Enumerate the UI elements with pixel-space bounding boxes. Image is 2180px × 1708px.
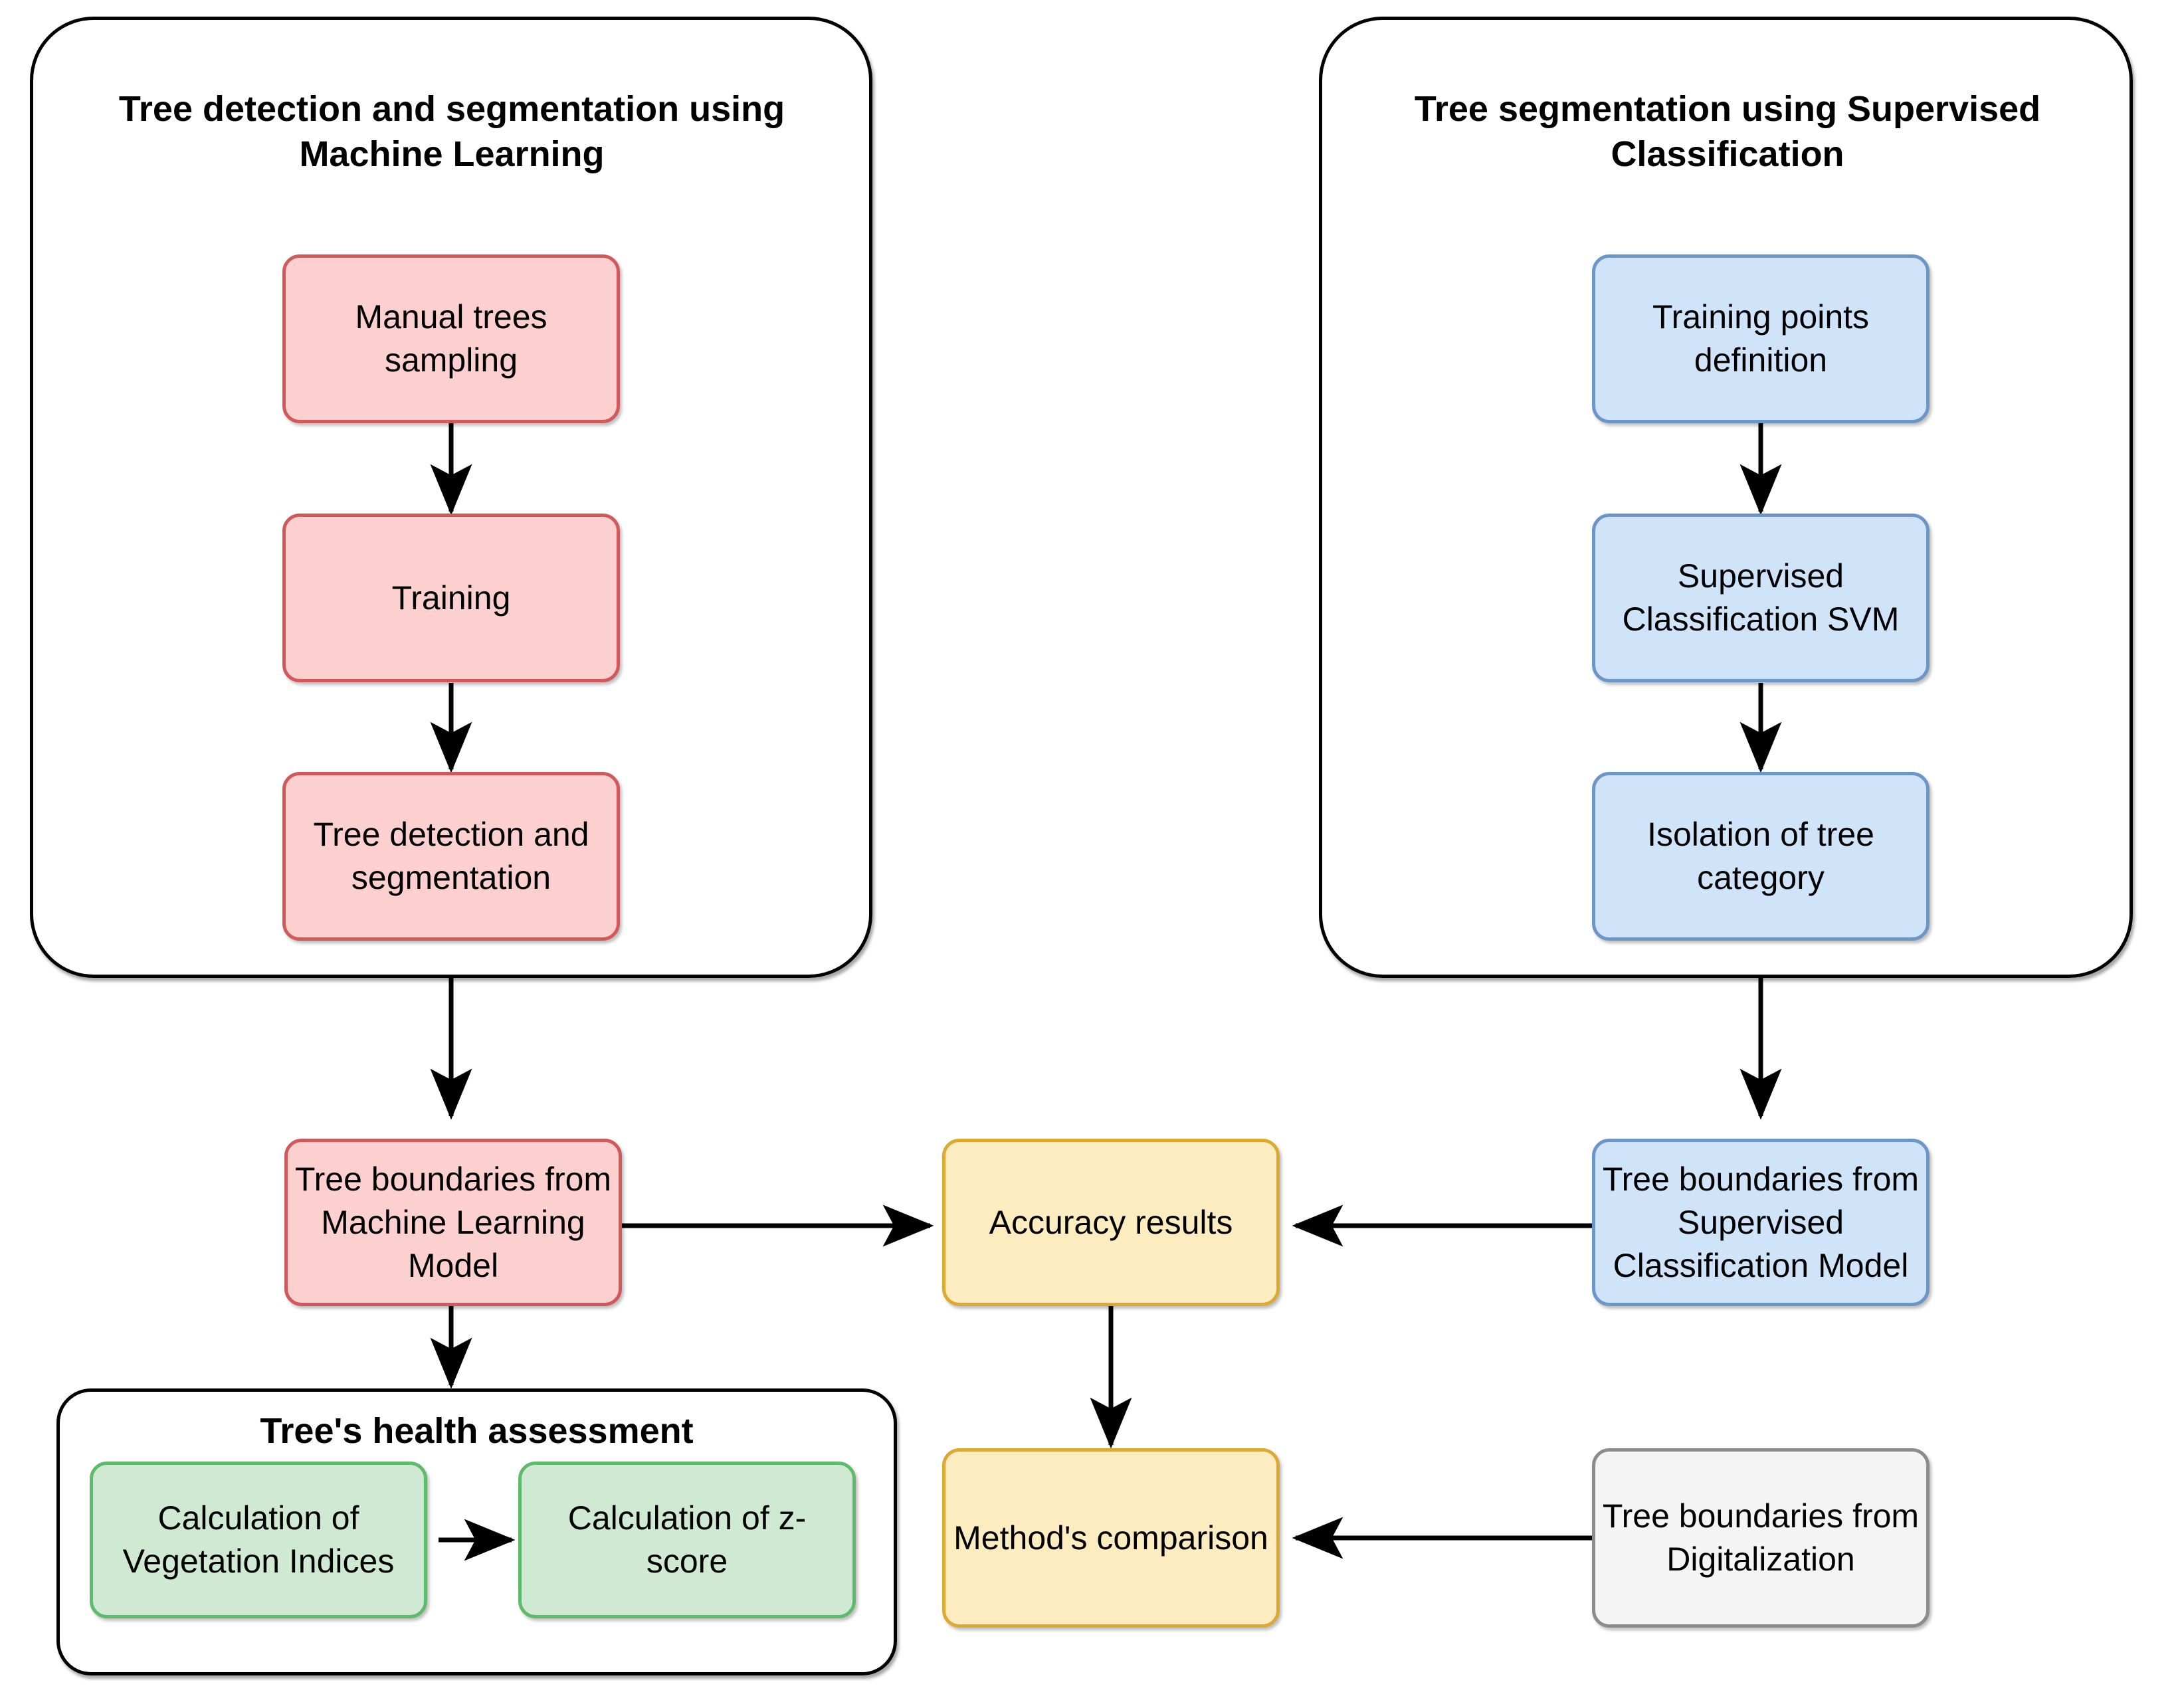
node-training-points-definition[interactable]: Training points definition	[1592, 254, 1930, 423]
node-training[interactable]: Training	[282, 514, 620, 682]
node-tree-boundaries-from-machine-learning-model[interactable]: Tree boundaries from Machine Learning Mo…	[284, 1139, 622, 1306]
node-supervised-classification-svm[interactable]: Supervised Classification SVM	[1592, 514, 1930, 682]
node-isolation-of-tree-category[interactable]: Isolation of tree category	[1592, 772, 1930, 941]
node-tree-boundaries-from-supervised-classification-model[interactable]: Tree boundaries from Supervised Classifi…	[1592, 1139, 1930, 1306]
node-accuracy-results[interactable]: Accuracy results	[942, 1139, 1280, 1306]
node-tree-detection-and-segmentation[interactable]: Tree detection and segmentation	[282, 772, 620, 941]
node-tree-boundaries-from-digitalization[interactable]: Tree boundaries from Digitalization	[1592, 1448, 1930, 1628]
group-supervised-classification	[1319, 17, 2133, 978]
node-calculation-of-z-score[interactable]: Calculation of z-score	[518, 1462, 856, 1618]
group-tree-health-assessment	[56, 1388, 897, 1675]
node-calculation-of-vegetation-indices[interactable]: Calculation of Vegetation Indices	[90, 1462, 427, 1618]
group-supervised-classification-title: Tree segmentation using Supervised Class…	[1414, 89, 2041, 175]
group-machine-learning	[30, 17, 872, 978]
node-manual-trees-sampling[interactable]: Manual trees sampling	[282, 254, 620, 423]
group-machine-learning-title: Tree detection and segmentation using Ma…	[118, 89, 785, 175]
group-tree-health-assessment-title: Tree's health assessment	[260, 1411, 694, 1451]
node-methods-comparison[interactable]: Method's comparison	[942, 1448, 1280, 1628]
